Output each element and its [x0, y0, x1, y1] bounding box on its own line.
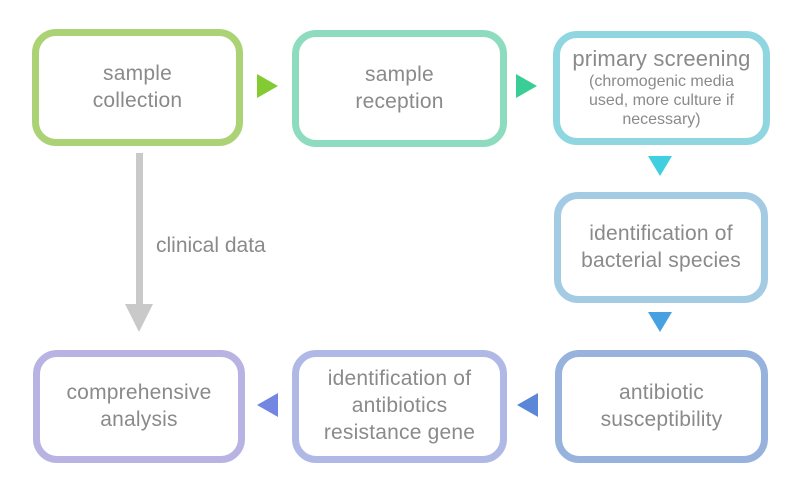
box-primary-screening: primary screening (chromogenic media use…	[553, 31, 770, 145]
box-identification-of-bacterial-species-label: identification of bacterial species	[581, 221, 741, 272]
down-arrow-line	[136, 153, 143, 305]
box-sample-reception: sample reception	[292, 30, 507, 147]
box-identification-of-antibiotics-resistance-gene-label: identification of antibiotics resistance…	[323, 367, 476, 444]
box-antibiotic-susceptibility: antibiotic susceptibility	[555, 350, 768, 463]
box-sample-reception-label: sample reception	[355, 62, 444, 113]
clinical-data-label: clinical data	[156, 234, 266, 257]
box-primary-screening-label: primary screening	[572, 46, 751, 72]
box-comprehensive-analysis-label: comprehensive analysis	[66, 380, 212, 431]
box-sample-collection-label: sample collection	[92, 61, 183, 112]
right-arrow-icon-reception-to-screening	[516, 74, 537, 98]
box-antibiotic-susceptibility-label: antibiotic susceptibility	[600, 380, 723, 431]
box-sample-collection: sample collection	[32, 29, 243, 146]
box-identification-of-antibiotics-resistance-gene: identification of antibiotics resistance…	[292, 350, 507, 463]
box-comprehensive-analysis: comprehensive analysis	[33, 350, 245, 463]
box-identification-of-bacterial-species: identification of bacterial species	[554, 192, 768, 303]
down-arrow-head-icon	[125, 304, 153, 332]
left-arrow-icon-resistance-gene-to-analysis	[257, 393, 278, 417]
down-arrow-icon-screening-to-species	[648, 156, 672, 176]
left-arrow-icon-susceptibility-to-resistance-gene	[517, 393, 538, 417]
down-arrow-icon-species-to-susceptibility	[648, 312, 672, 332]
right-arrow-icon-collection-to-reception	[257, 74, 278, 98]
box-primary-screening-note: (chromogenic media used, more culture if…	[589, 73, 734, 129]
